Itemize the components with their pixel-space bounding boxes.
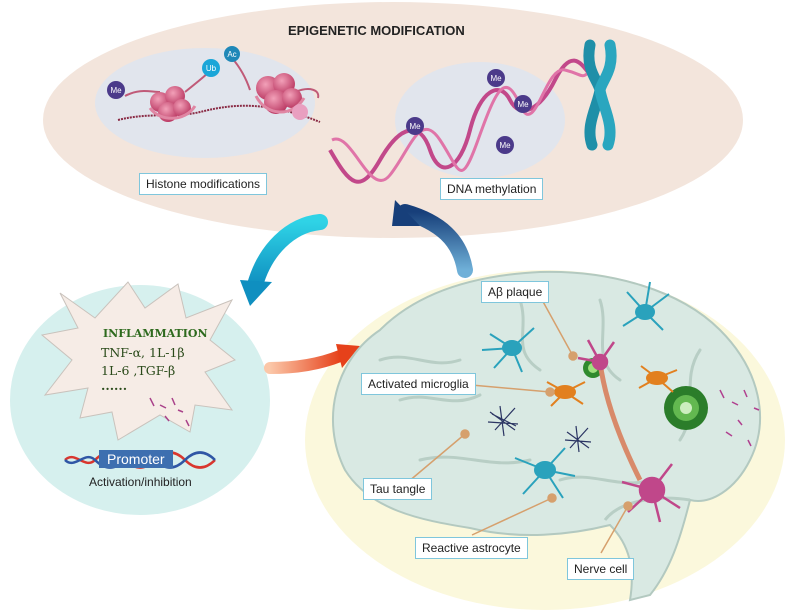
nucleosome-icon bbox=[254, 73, 308, 120]
tau-tangle-label: Tau tangle bbox=[363, 478, 433, 500]
tangle-icon bbox=[487, 405, 519, 437]
svg-text:Me: Me bbox=[110, 86, 122, 95]
dna-double-helix bbox=[328, 58, 593, 184]
epigenetic-to-inflammation-arrow bbox=[247, 214, 328, 293]
abeta-plaque-label: Aβ plaque bbox=[481, 281, 550, 303]
methyl-mark-icon: Me bbox=[107, 81, 125, 99]
brain-icon bbox=[332, 270, 761, 602]
methyl-mark-icon: Me bbox=[496, 136, 514, 154]
neuron-icon bbox=[577, 339, 681, 523]
cytokine-fragments bbox=[149, 397, 190, 427]
histone-panel bbox=[95, 48, 315, 158]
dna-panel bbox=[395, 62, 565, 178]
dna-methylation-label: DNA methylation bbox=[440, 178, 544, 200]
cytokine-line-2: 1L-6 ,TGF-β bbox=[101, 363, 176, 378]
inflammation-to-brain-arrowhead bbox=[336, 344, 360, 368]
activation-inhibition-label: Activation/inhibition bbox=[89, 475, 192, 489]
reactive-astrocyte-label: Reactive astrocyte bbox=[415, 537, 528, 559]
ubiquitin-mark-icon: Ub bbox=[202, 59, 220, 77]
svg-text:Ac: Ac bbox=[227, 50, 236, 59]
acetyl-mark-icon: Ac bbox=[224, 46, 240, 62]
nerve-cell-label: Nerve cell bbox=[567, 558, 635, 580]
svg-text:Me: Me bbox=[517, 100, 529, 109]
svg-text:Me: Me bbox=[490, 74, 502, 83]
microglia-icon bbox=[638, 365, 678, 393]
astrocyte-icon bbox=[514, 447, 576, 499]
microglia-icon bbox=[546, 381, 586, 407]
promoter-label: Promoter bbox=[99, 450, 173, 468]
inflammation-to-brain-arrow bbox=[264, 350, 346, 374]
cytokine-ellipsis: ...... bbox=[101, 378, 128, 393]
svg-text:Me: Me bbox=[499, 141, 511, 150]
methyl-mark-icon: Me bbox=[406, 117, 424, 135]
astrocyte-icon bbox=[481, 327, 535, 373]
nucleosome-icon bbox=[148, 86, 197, 122]
brain-to-epigenetic-arrowhead bbox=[392, 200, 420, 226]
histone-tail bbox=[124, 90, 161, 97]
tangle-icon bbox=[564, 425, 592, 453]
amyloid-fragments bbox=[719, 389, 760, 447]
inflammation-title: INFLAMMATION bbox=[103, 327, 208, 340]
methyl-mark-icon: Me bbox=[514, 95, 532, 113]
cytokine-line-1: TNF-α, 1L-1β bbox=[101, 345, 185, 360]
plaque-icon bbox=[664, 386, 708, 430]
methyl-mark-icon: Me bbox=[487, 69, 505, 87]
svg-text:Ub: Ub bbox=[206, 64, 217, 73]
chromosome-icon bbox=[583, 39, 617, 151]
brain-to-epigenetic-arrow bbox=[397, 204, 473, 278]
epigenetic-to-inflammation-arrowhead bbox=[240, 280, 272, 306]
activated-microglia-label: Activated microglia bbox=[361, 373, 476, 395]
astrocyte-icon bbox=[622, 281, 670, 331]
epigenetic-title: EPIGENETIC MODIFICATION bbox=[288, 23, 465, 38]
inflammation-starburst bbox=[40, 281, 236, 441]
histone-modifications-label: Histone modifications bbox=[139, 173, 268, 195]
svg-text:Me: Me bbox=[409, 122, 421, 131]
